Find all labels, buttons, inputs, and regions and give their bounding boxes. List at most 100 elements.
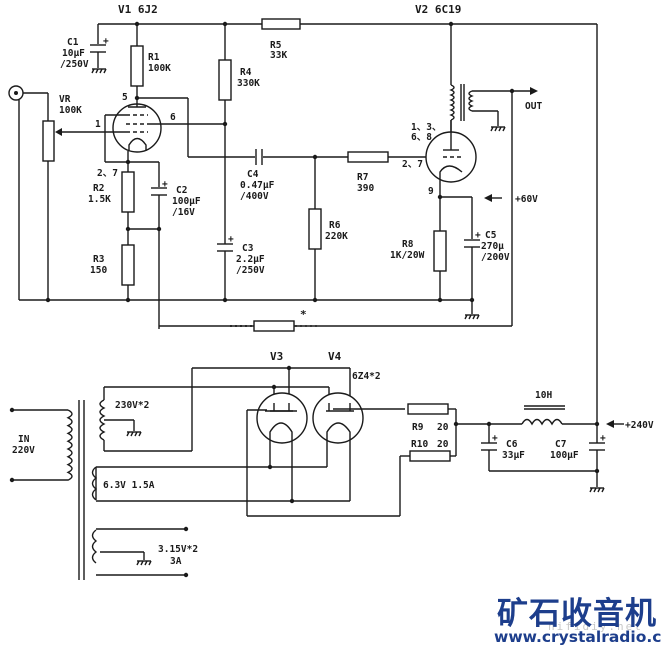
svg-text:5: 5 bbox=[122, 92, 128, 103]
svg-text:10μF: 10μF bbox=[62, 48, 85, 59]
svg-text:33μF: 33μF bbox=[502, 450, 525, 461]
svg-text:R2: R2 bbox=[93, 183, 104, 194]
svg-text:/200V: /200V bbox=[481, 252, 510, 263]
svg-text:20: 20 bbox=[437, 422, 449, 433]
ground-symbol bbox=[126, 431, 142, 437]
resistor-r1: R1 100K bbox=[130, 24, 171, 101]
filter-section: + C6 33μF 10H + C7 100μF bbox=[456, 390, 606, 493]
svg-text:6: 6 bbox=[170, 112, 176, 123]
svg-text:220V: 220V bbox=[12, 445, 35, 456]
svg-text:100K: 100K bbox=[148, 63, 171, 74]
svg-text:0.47μF: 0.47μF bbox=[240, 180, 275, 191]
svg-text:1: 1 bbox=[95, 119, 101, 130]
resistor-r5: R5 33K bbox=[261, 18, 301, 61]
ground-symbol bbox=[589, 487, 605, 493]
svg-text:C1: C1 bbox=[67, 37, 79, 48]
ground-symbol bbox=[91, 68, 107, 74]
svg-text:3A: 3A bbox=[170, 556, 182, 567]
svg-text:2、7: 2、7 bbox=[402, 159, 423, 170]
svg-text:V1 6J2: V1 6J2 bbox=[118, 3, 158, 16]
svg-text:C2: C2 bbox=[176, 185, 187, 196]
svg-text:1、3、: 1、3、 bbox=[411, 122, 441, 133]
resistor-r8: R8 1K/20W bbox=[390, 197, 447, 300]
svg-text:IN: IN bbox=[18, 434, 30, 445]
svg-text:R8: R8 bbox=[402, 239, 414, 250]
svg-text:220K: 220K bbox=[325, 231, 348, 242]
capacitor-c1: + C1 10μF /250V bbox=[60, 24, 109, 74]
svg-text:100μF: 100μF bbox=[172, 196, 201, 207]
capacitor-c3: + C3 2.2μF /250V bbox=[217, 234, 265, 300]
svg-text:+: + bbox=[228, 234, 234, 245]
input-jack bbox=[8, 85, 48, 300]
ground-symbol bbox=[464, 314, 480, 320]
ground-symbol bbox=[136, 560, 152, 566]
svg-text:R1: R1 bbox=[148, 52, 160, 63]
svg-text:3.15V*2: 3.15V*2 bbox=[158, 544, 198, 555]
svg-text:330K: 330K bbox=[237, 78, 260, 89]
resistor-r4: R4 330K bbox=[218, 24, 260, 236]
svg-text:C6: C6 bbox=[506, 439, 518, 450]
svg-text:/400V: /400V bbox=[240, 191, 269, 202]
svg-text:20: 20 bbox=[437, 439, 449, 450]
voltage-marker-240v: +240V bbox=[606, 420, 654, 431]
svg-text:1K/20W: 1K/20W bbox=[390, 250, 425, 261]
svg-text:230V*2: 230V*2 bbox=[115, 400, 149, 411]
svg-text:100μF: 100μF bbox=[550, 450, 579, 461]
svg-text:R10: R10 bbox=[411, 439, 428, 450]
svg-text:390: 390 bbox=[357, 183, 374, 194]
brand-url: www.crystalradio.cn bbox=[494, 628, 662, 646]
tube-v2: V2 6C19 OUT 1、3、 6、8 2、7 9 bbox=[402, 3, 542, 200]
output-line bbox=[159, 91, 513, 327]
svg-text:*: * bbox=[300, 308, 307, 321]
svg-text:9: 9 bbox=[428, 186, 434, 197]
resistor-r6: R6 220K bbox=[308, 157, 348, 300]
svg-text:/250V: /250V bbox=[236, 265, 265, 276]
choke-inductor: 10H bbox=[521, 390, 597, 426]
svg-text:6Z4*2: 6Z4*2 bbox=[352, 371, 381, 382]
svg-text:10H: 10H bbox=[535, 390, 552, 401]
svg-text:+240V: +240V bbox=[625, 420, 654, 431]
svg-text:R3: R3 bbox=[93, 254, 105, 265]
svg-text:C4: C4 bbox=[247, 169, 259, 180]
resistor-r10: R10 20 bbox=[409, 409, 459, 462]
svg-text:R9: R9 bbox=[412, 422, 424, 433]
svg-text:2、7: 2、7 bbox=[97, 168, 118, 179]
power-transformer: IN 220V 230V*2 6.3V 1.5A bbox=[9, 386, 350, 580]
svg-text:R6: R6 bbox=[329, 220, 341, 231]
brand-title: 矿石收音机 bbox=[497, 596, 657, 632]
capacitor-c4: C4 0.47μF /400V bbox=[188, 149, 348, 202]
svg-text:OUT: OUT bbox=[525, 101, 542, 112]
voltage-marker-60v: +60V bbox=[484, 194, 538, 205]
ground-rail bbox=[19, 297, 480, 320]
resistor-r2: R2 1.5K bbox=[88, 162, 135, 232]
svg-text:R4: R4 bbox=[240, 67, 252, 78]
svg-text:VR: VR bbox=[59, 94, 71, 105]
svg-text:C7: C7 bbox=[555, 439, 566, 450]
svg-text:6.3V 1.5A: 6.3V 1.5A bbox=[103, 480, 155, 491]
svg-text:+: + bbox=[103, 36, 109, 47]
svg-text:/16V: /16V bbox=[172, 207, 195, 218]
rectifier-tubes: V3 V4 6Z4*2 bbox=[191, 350, 410, 517]
svg-text:V2 6C19: V2 6C19 bbox=[415, 3, 461, 16]
potentiometer-vr: VR 100K bbox=[42, 93, 126, 300]
capacitor-c5: + C5 270μ /200V bbox=[440, 196, 510, 300]
svg-text:150: 150 bbox=[90, 265, 107, 276]
ground-symbol bbox=[490, 126, 506, 132]
tube-v1: V1 6J2 5 1 6 2、7 bbox=[95, 3, 228, 179]
svg-text:270μ: 270μ bbox=[481, 241, 504, 252]
watermark-text: hifidiy.net bbox=[548, 620, 643, 633]
svg-text:/250V: /250V bbox=[60, 59, 89, 70]
svg-text:2.2μF: 2.2μF bbox=[236, 254, 265, 265]
capacitor-c2: + C2 100μF /16V bbox=[128, 162, 201, 329]
svg-text:V4: V4 bbox=[328, 350, 342, 363]
svg-text:+: + bbox=[475, 230, 481, 241]
svg-text:C3: C3 bbox=[242, 243, 254, 254]
feedback-resistor: * bbox=[230, 308, 318, 332]
svg-text:+: + bbox=[162, 179, 168, 190]
svg-text:33K: 33K bbox=[270, 50, 287, 61]
resistor-r3: R3 150 bbox=[90, 229, 135, 300]
svg-text:R7: R7 bbox=[357, 172, 368, 183]
svg-text:100K: 100K bbox=[59, 105, 82, 116]
svg-text:C5: C5 bbox=[485, 230, 497, 241]
